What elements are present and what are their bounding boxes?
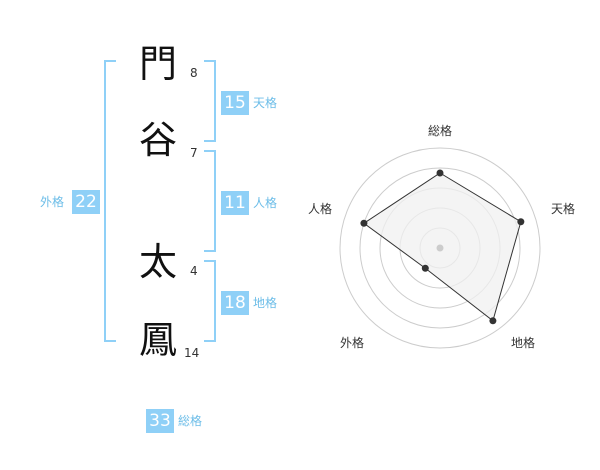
tenkaku-score: 15 <box>221 91 249 115</box>
gaikaku-label: 外格 <box>40 195 65 209</box>
radar-point-4 <box>360 219 368 227</box>
radar-ring <box>339 147 541 349</box>
radar-axis-label-gaikaku: 外格 <box>340 336 365 350</box>
radar-center <box>436 244 444 252</box>
radar-axis-label-chikaku: 地格 <box>511 336 536 350</box>
chikaku-bracket <box>204 260 216 342</box>
tenkaku-label: 天格 <box>253 96 278 110</box>
jinkaku-label: 人格 <box>253 196 278 210</box>
name-char-4: 鳳 <box>138 318 177 362</box>
gaikaku-bracket <box>104 60 116 342</box>
soukaku-label: 総格 <box>178 414 203 428</box>
name-char-3: 太 <box>138 240 177 284</box>
radar-axis-label-jinkaku: 人格 <box>308 202 333 216</box>
radar-point-3 <box>421 264 429 272</box>
radar-axis-label-tenkaku: 天格 <box>551 202 576 216</box>
soukaku-score: 33 <box>146 409 174 433</box>
radar-axis-label-soukaku: 総格 <box>428 124 453 138</box>
radar-ring <box>359 167 521 329</box>
jinkaku-score: 11 <box>221 191 249 215</box>
chikaku-score: 18 <box>221 291 249 315</box>
chikaku-label: 地格 <box>253 296 278 310</box>
stroke-count-1: 8 <box>190 66 198 80</box>
gaikaku-score: 22 <box>72 190 100 214</box>
name-char-2: 谷 <box>138 118 177 162</box>
stroke-count-3: 4 <box>190 264 198 278</box>
radar-point-0 <box>436 169 444 177</box>
name-char-1: 門 <box>138 42 177 86</box>
tenkaku-bracket <box>204 60 216 142</box>
stroke-count-2: 7 <box>190 146 198 160</box>
stroke-count-4: 14 <box>184 346 200 360</box>
radar-point-2 <box>489 317 497 325</box>
jinkaku-bracket <box>204 150 216 252</box>
radar-point-1 <box>517 218 525 226</box>
